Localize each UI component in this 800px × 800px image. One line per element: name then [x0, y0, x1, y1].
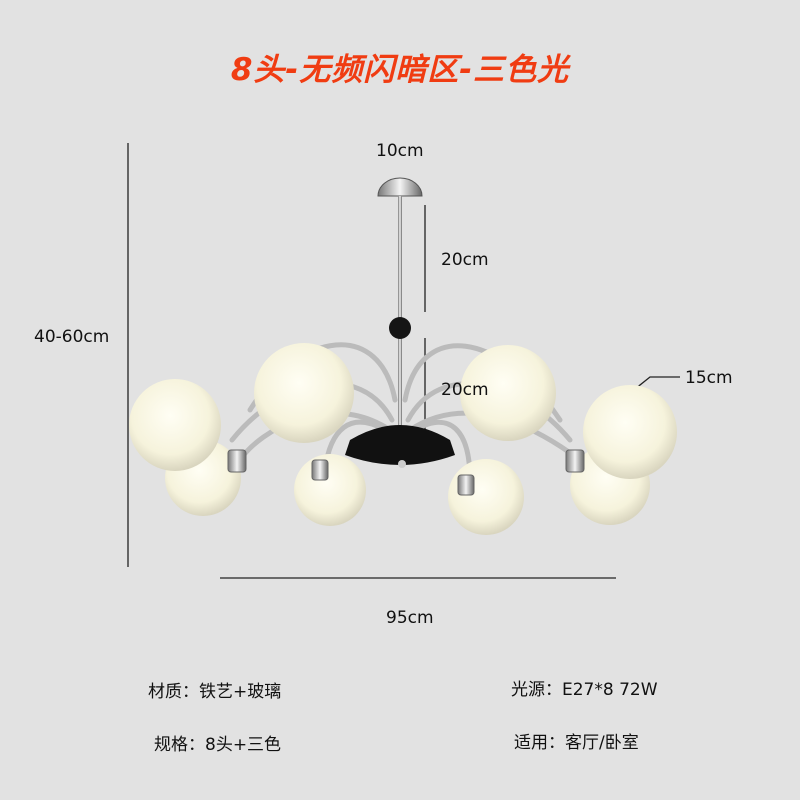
- width-dimension: 95cm: [386, 608, 434, 628]
- globe-dimension: 15cm: [685, 368, 733, 388]
- spec-usage: 适用：客厅/卧室: [514, 733, 639, 753]
- canopy-dimension: 10cm: [376, 141, 424, 161]
- spec-spec: 规格：8头+三色: [154, 735, 282, 755]
- dimension-lines: [127, 143, 680, 579]
- spec-light-source: 光源：E27*8 72W: [511, 680, 658, 700]
- spec-material: 材质：铁艺+玻璃: [148, 682, 282, 702]
- glass-globes: [129, 343, 677, 535]
- arm-dimension: 20cm: [441, 380, 489, 400]
- rod-dimension: 20cm: [441, 250, 489, 270]
- product-title: 8头-无频闪暗区-三色光: [230, 52, 570, 88]
- height-dimension: 40-60cm: [34, 327, 110, 347]
